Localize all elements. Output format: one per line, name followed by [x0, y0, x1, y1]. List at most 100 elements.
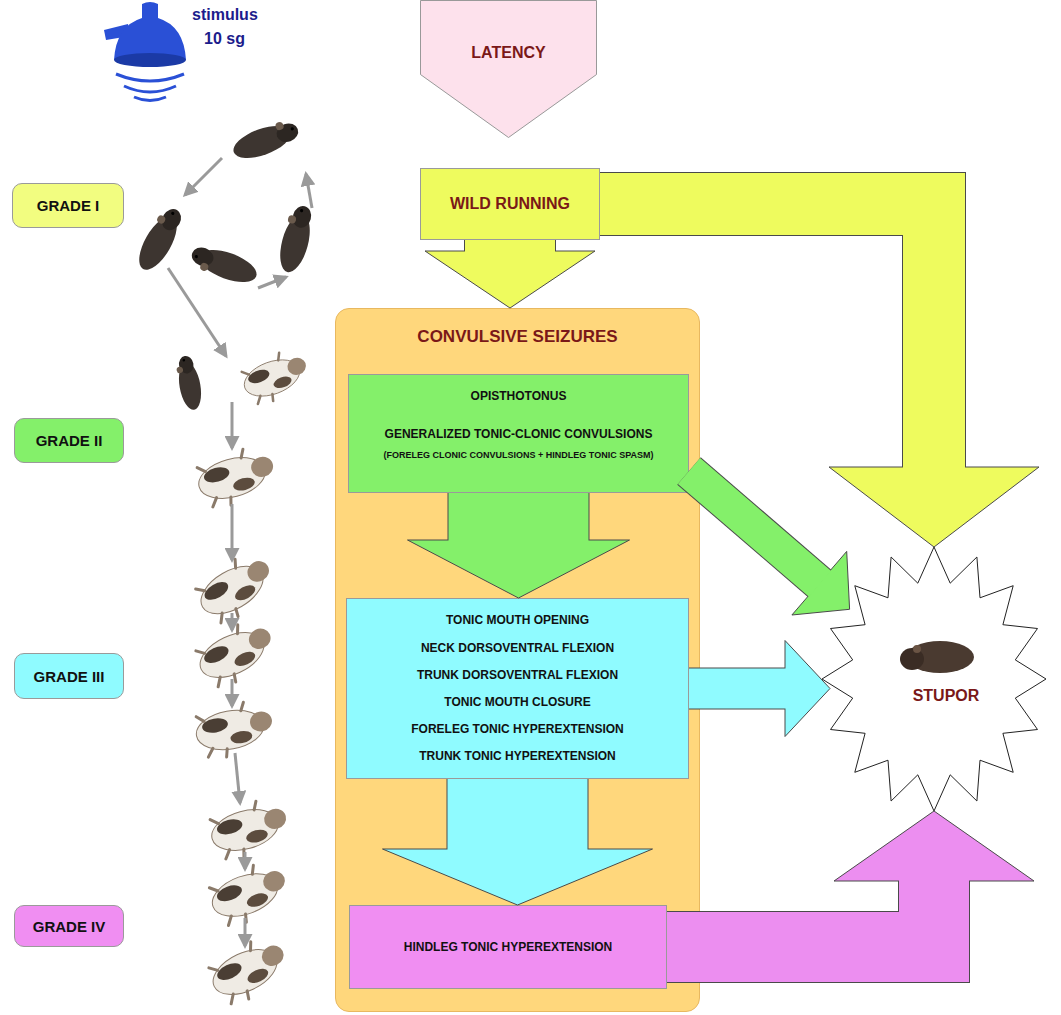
- hamster-figure: [204, 931, 295, 1010]
- latency-pentagon: [421, 1, 597, 138]
- hamster-figure: [190, 547, 282, 630]
- arrow-shaft: [689, 471, 820, 584]
- hamster-figure: [132, 204, 189, 276]
- arrow-head: [829, 467, 1039, 547]
- stage-box: TONIC MOUTH OPENING NECK DORSOVENTRAL FLE…: [346, 598, 689, 779]
- hamster-figure: [275, 203, 318, 275]
- block-arrow: [383, 779, 653, 905]
- arrow-shaft: [448, 779, 588, 850]
- sequence-arrow: [244, 852, 247, 869]
- arrow-head: [834, 811, 1034, 881]
- hamster-figure: [174, 354, 204, 411]
- latency-arrow-box: LATENCY: [420, 0, 597, 138]
- node-text: GRADE III: [15, 668, 123, 685]
- hamster-figure: [192, 698, 277, 762]
- node-text: HINDLEG TONIC HYPEREXTENSION: [356, 940, 660, 954]
- block-arrow: [667, 811, 1034, 947]
- arrow-shaft: [449, 493, 589, 541]
- arrow-shaft: [667, 880, 934, 947]
- block-arrow: [425, 240, 595, 308]
- hamster-head: [900, 648, 924, 670]
- sound-wave: [124, 86, 176, 92]
- sequence-arrow: [185, 158, 222, 195]
- sequence-arrow: [258, 277, 286, 288]
- hamster-figure: [193, 443, 281, 512]
- hamster-ear: [913, 645, 921, 653]
- node-text: CONVULSIVE SEIZURES: [336, 327, 699, 347]
- node-text: NECK DORSOVENTRAL FLEXION: [353, 641, 682, 655]
- arrow-outline: [464, 240, 556, 252]
- sound-wave: [134, 97, 166, 101]
- arrow-head: [425, 251, 595, 308]
- arrow-outline: [600, 204, 934, 468]
- node-text: GRADE IV: [15, 918, 123, 935]
- arrow-outline: [689, 471, 820, 584]
- grade-label: GRADE IV: [14, 905, 124, 947]
- hamster-sequence: [132, 117, 318, 1010]
- arrow-head: [408, 540, 630, 598]
- stage-box: OPISTHOTONUS GENERALIZED TONIC-CLONIC CON…: [348, 374, 689, 493]
- node-text: OPISTHOTONUS: [355, 389, 682, 403]
- arrow-shaft: [689, 669, 786, 709]
- node-text: GRADE II: [15, 432, 123, 449]
- node-text: LATENCY: [420, 44, 597, 62]
- resting-hamster: [900, 641, 974, 673]
- node-text: TRUNK DORSOVENTRAL FLEXION: [353, 668, 682, 682]
- hamster-figure: [191, 614, 282, 693]
- star-burst: [822, 547, 1046, 811]
- arrow-outline: [667, 880, 934, 947]
- stage-box: HINDLEG TONIC HYPEREXTENSION: [349, 905, 667, 989]
- arrow-head: [792, 551, 850, 615]
- arrow-outline: [447, 779, 589, 850]
- label-holder: 10 sg: [204, 30, 245, 48]
- label-holder: stimulus: [192, 6, 258, 24]
- block-arrow: [689, 471, 850, 615]
- node-text: STUPOR: [844, 687, 1048, 705]
- hamster-figure: [204, 857, 294, 931]
- hamster-figure: [238, 346, 314, 409]
- arrow-head: [383, 849, 653, 905]
- hamster-figure: [188, 241, 261, 289]
- stimulus-label: 10 sg: [204, 30, 245, 48]
- grade-label: GRADE III: [14, 653, 124, 699]
- sequence-arrows: [168, 158, 312, 946]
- arrow-shaft: [465, 240, 555, 252]
- sequence-arrow: [168, 268, 226, 356]
- sequence-arrow: [235, 753, 240, 803]
- group-panel: CONVULSIVE SEIZURES OPISTHOTONUS GENERALIZ…: [335, 308, 700, 1012]
- sequence-arrow: [231, 504, 234, 560]
- block-arrow: [689, 641, 830, 737]
- arrow-outline: [689, 668, 786, 710]
- sequence-arrow: [231, 613, 234, 630]
- sequence-arrow: [244, 918, 247, 946]
- hamster-figure: [229, 117, 302, 165]
- hamster-figure: [206, 795, 294, 864]
- node-text: FORELEG TONIC HYPEREXTENSION: [353, 722, 682, 736]
- stimulus-label: stimulus: [192, 6, 258, 24]
- node-text: TRUNK TONIC HYPEREXTENSION: [353, 749, 682, 763]
- grade-label: GRADE I: [12, 183, 124, 228]
- arrow-head: [785, 641, 830, 737]
- sound-stimulus-icon: [104, 2, 186, 101]
- block-arrow: [408, 493, 630, 598]
- arrow-outline: [448, 493, 590, 541]
- sequence-arrow: [231, 402, 234, 448]
- stage-box: WILD RUNNING: [420, 168, 600, 240]
- node-text: WILD RUNNING: [421, 195, 599, 213]
- block-arrow: [600, 204, 1039, 547]
- node-text: TONIC MOUTH CLOSURE: [353, 695, 682, 709]
- stupor-star: STUPOR: [820, 545, 1048, 813]
- grade-label: GRADE II: [14, 418, 124, 463]
- sequence-arrow: [306, 174, 312, 208]
- bell-rim: [114, 53, 186, 67]
- node-text: GENERALIZED TONIC-CLONIC CONVULSIONS: [355, 427, 682, 441]
- node-text: TONIC MOUTH OPENING: [353, 613, 682, 627]
- bell-body: [114, 2, 186, 60]
- latency-outline: [420, 0, 597, 138]
- arrow-shaft: [600, 204, 934, 468]
- node-text: (FORELEG CLONIC CONVULSIONS + HINDLEG TO…: [355, 450, 682, 461]
- sound-wave: [116, 74, 184, 81]
